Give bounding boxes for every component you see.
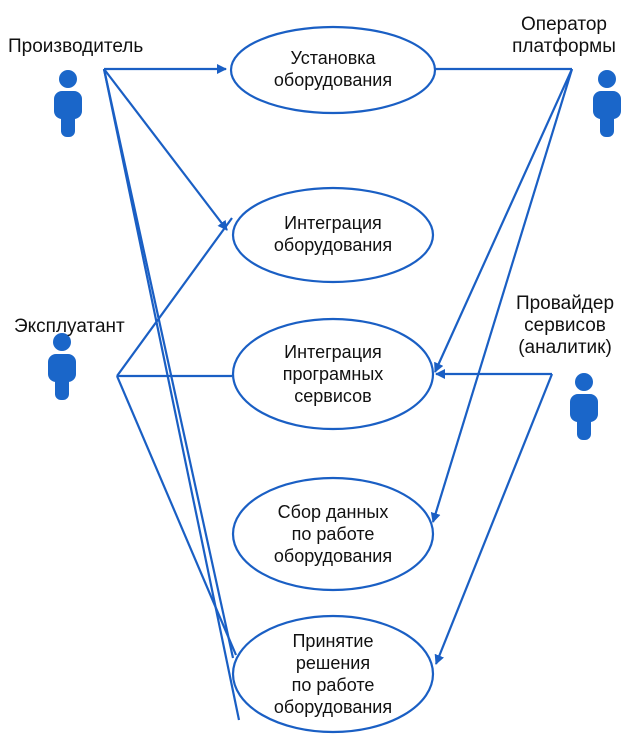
provider-associations — [434, 369, 554, 665]
usecase-decision-line-3: по работе — [291, 675, 375, 695]
actor-label-operator: Оператор платформы — [503, 14, 625, 58]
usecase-integration-services-ellipse — [231, 317, 435, 431]
usecase-install: Установка оборудования — [274, 47, 392, 91]
exploiter-associations — [115, 217, 238, 656]
usecase-install-line-1: Установка — [290, 48, 376, 68]
usecase-data-collection-line-3: оборудования — [273, 546, 393, 566]
usecase-decision-ellipse — [231, 614, 435, 734]
usecase-integration-equipment: Интеграция оборудования — [274, 212, 392, 256]
manufacturer-person-icon — [54, 70, 82, 137]
actor-label-operator-line-1: Оператор — [521, 14, 607, 35]
usecase-decision: Принятие решения по работе оборудования — [274, 630, 392, 718]
operator-associations — [430, 67, 574, 523]
usecase-integration-equipment-line-1: Интеграция — [284, 213, 382, 233]
usecase-integration-equipment-ellipse — [231, 186, 435, 284]
actor-label-provider-line-2: сервисов — [524, 315, 606, 336]
usecase-decision-line-4: оборудования — [273, 697, 393, 717]
actor-label-provider: Провайдер сервисов (аналитик) — [503, 293, 627, 359]
usecase-integration-services-line-3: сервисов — [294, 386, 372, 406]
usecase-integration-equipment-line-2: оборудования — [273, 235, 393, 255]
exploiter-person-icon — [48, 333, 76, 400]
actor-label-operator-line-2: платформы — [512, 36, 616, 57]
provider-person-icon — [570, 373, 598, 440]
usecase-install-line-2: оборудования — [273, 70, 393, 90]
usecase-data-collection-ellipse — [231, 476, 435, 592]
usecase-integration-services-line-1: Интеграция — [284, 342, 382, 362]
usecase-integration-services: Интеграция програмных сервисов — [283, 341, 384, 407]
usecase-decision-line-1: Принятие — [292, 631, 374, 651]
usecase-data-collection-line-1: Сбор данных — [277, 502, 389, 522]
actor-label-exploiter: Эксплуатант — [14, 316, 125, 337]
usecase-integration-services-line-2: програмных — [282, 364, 384, 384]
actor-label-provider-line-3: (аналитик) — [518, 337, 612, 358]
usecase-decision-line-2: решения — [295, 653, 371, 673]
usecase-data-collection: Сбор данных по работе оборудования — [274, 501, 392, 567]
operator-person-icon — [593, 70, 621, 137]
actor-label-manufacturer: Производитель — [8, 36, 144, 57]
usecase-data-collection-line-2: по работе — [291, 524, 375, 544]
actor-label-provider-line-1: Провайдер — [515, 293, 615, 314]
